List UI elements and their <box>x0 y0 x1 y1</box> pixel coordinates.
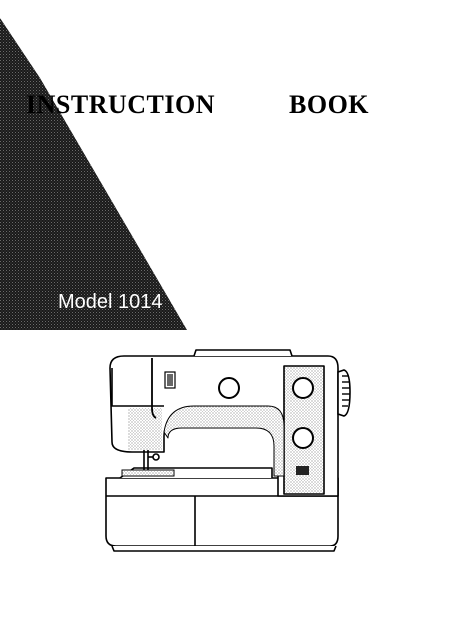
title-instruction: INSTRUCTION <box>26 90 215 119</box>
title-book: BOOK <box>289 90 370 119</box>
model-label: Model 1014 <box>58 291 163 313</box>
sewing-machine-illustration <box>105 349 351 552</box>
